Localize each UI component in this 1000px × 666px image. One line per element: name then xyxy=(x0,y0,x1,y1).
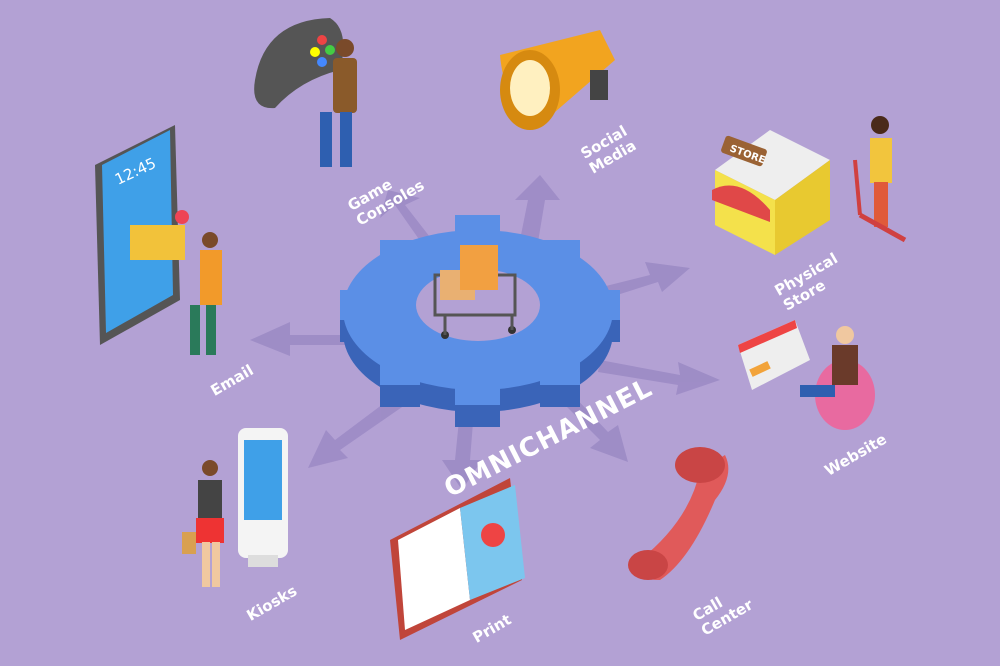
gear-icon xyxy=(340,215,620,427)
telephone-handset-icon xyxy=(628,447,729,580)
notification-badge xyxy=(175,210,189,224)
arrow-email xyxy=(250,322,360,356)
shopping-cart-icon xyxy=(433,245,517,339)
arrow-social-media xyxy=(515,175,560,242)
person-email xyxy=(190,232,222,355)
print-book-icon xyxy=(390,478,525,640)
arrow-website xyxy=(598,360,720,395)
arrow-kiosks xyxy=(308,395,405,468)
person-kiosk xyxy=(182,460,224,587)
arrow-print xyxy=(442,410,482,490)
person-website xyxy=(800,326,875,430)
game-controller-icon xyxy=(254,18,344,109)
person-gamer xyxy=(320,39,357,167)
person-scooter xyxy=(853,116,907,243)
smartphone-icon: 12:45 xyxy=(95,125,189,345)
website-icon xyxy=(738,320,810,390)
arrows xyxy=(250,175,720,490)
envelope-icon xyxy=(130,225,185,260)
kiosk-icon xyxy=(238,428,288,567)
physical-store-icon: STORE xyxy=(712,130,830,255)
hot-air-balloon-icon xyxy=(481,523,505,547)
arrow-call-center xyxy=(560,392,628,462)
megaphone-icon xyxy=(500,30,615,130)
